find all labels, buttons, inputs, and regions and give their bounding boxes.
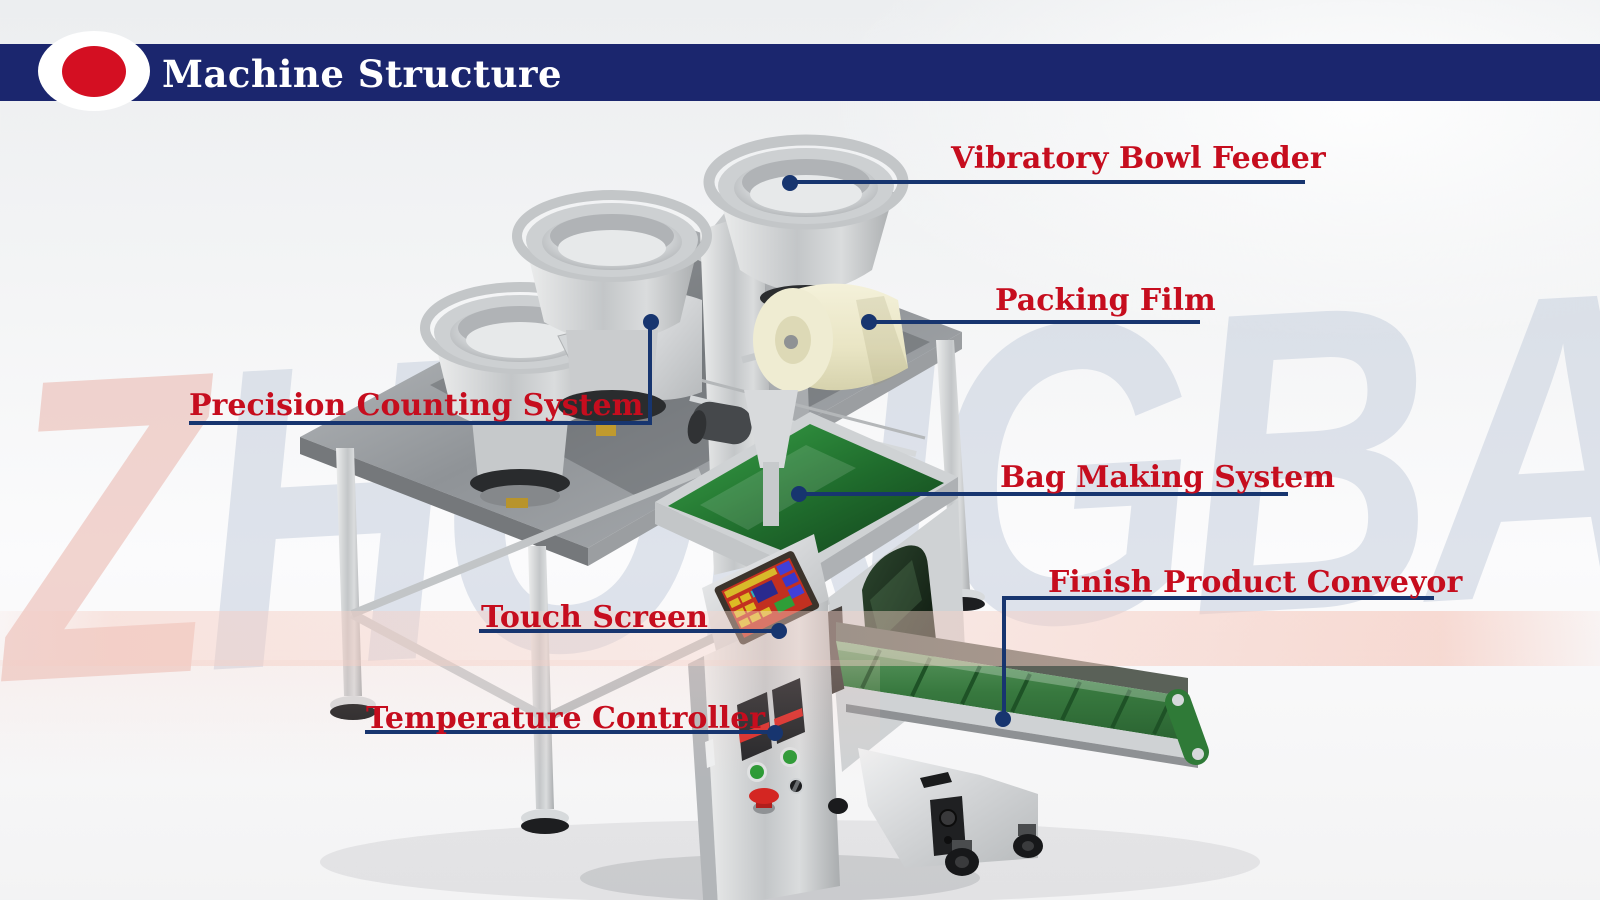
start-button-1 [747, 762, 767, 782]
leader-dot [995, 711, 1011, 727]
leader-dot [861, 314, 877, 330]
vibratory-bowl-feeder-middle [512, 190, 712, 436]
label-text: Precision Counting System [189, 388, 644, 423]
leader-dot [771, 623, 787, 639]
drive-motor [687, 401, 753, 445]
leader-line [365, 730, 777, 734]
leader-line [479, 629, 781, 633]
conveyor-end-roller [1165, 689, 1209, 765]
leader-dot [782, 175, 798, 191]
leader-dot [791, 486, 807, 502]
caster-wheel-1 [945, 840, 979, 876]
start-button-2 [780, 747, 800, 767]
leader-dot [643, 314, 659, 330]
label-text: Packing Film [995, 283, 1216, 318]
caster-wheel-2 [1013, 824, 1043, 858]
label-text: Finish Product Conveyor [1048, 565, 1463, 600]
control-cabinet [688, 534, 846, 900]
label-text: Touch Screen [481, 600, 708, 635]
header-bar [0, 44, 1600, 101]
caster-wheel-3 [828, 798, 848, 814]
leader-underline [1002, 596, 1434, 600]
leader-underline [189, 421, 652, 425]
leader-line [790, 180, 1305, 184]
leader-line [799, 492, 1288, 496]
forming-funnel [744, 390, 798, 526]
label-text: Bag Making System [1000, 460, 1335, 495]
page-title: Machine Structure [162, 52, 562, 96]
label-text: Temperature Controller [366, 701, 766, 736]
header-bullet-red-dot-icon [62, 46, 126, 97]
watermark-pink-wash [0, 660, 880, 780]
leader-line-vertical [648, 323, 652, 425]
label-text: Vibratory Bowl Feeder [951, 141, 1326, 176]
key-switch [788, 778, 804, 794]
leader-line [869, 320, 1200, 324]
leader-dot [767, 725, 783, 741]
watermark-pink-band [0, 611, 1600, 666]
emergency-stop-button [749, 788, 779, 814]
conveyor-base-unit [828, 748, 1043, 876]
leader-line-vertical [1002, 596, 1006, 716]
